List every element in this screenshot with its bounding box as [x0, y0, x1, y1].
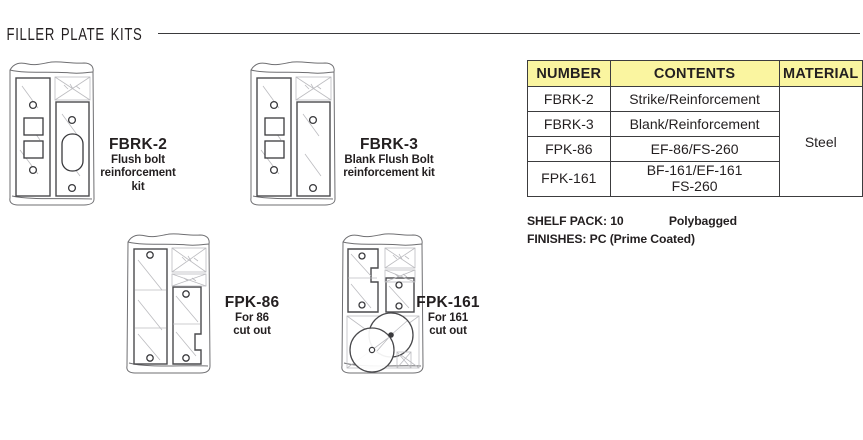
cell-contents-line-1: BF-161/EF-161 — [646, 162, 743, 179]
product-desc-fbrk-2-line-3: kit — [131, 180, 145, 193]
table-row: FBRK-3 Blank/Reinforcement — [527, 111, 863, 137]
cell-material: Steel — [778, 86, 863, 197]
caption-fpk-161: FPK-161 For 161 cut out — [392, 294, 504, 339]
column-header-number: NUMBER — [527, 60, 611, 87]
column-header-material: MATERIAL — [778, 60, 863, 87]
product-desc-fbrk-2-line-1: Flush bolt — [111, 153, 165, 166]
column-header-contents: CONTENTS — [609, 60, 780, 87]
filler-plate-fpk-86-illustration — [122, 230, 214, 378]
specification-table: NUMBER CONTENTS MATERIAL FBRK-2 Strike/R… — [527, 60, 863, 197]
product-desc-fpk-86-line-2: cut out — [233, 325, 271, 338]
cell-number: FPK-86 — [527, 136, 611, 162]
page-title: Filler Plate Kits — [6, 15, 143, 45]
notes-block: SHELF PACK: 10 Polybagged FINISHES: PC (… — [527, 212, 737, 248]
table-row: FPK-161 BF-161/EF-161 FS-260 — [527, 161, 863, 197]
finishes-label: FINISHES: — [527, 232, 587, 247]
cell-contents: Strike/Reinforcement — [609, 86, 780, 112]
packaging-type: Polybagged — [668, 214, 737, 228]
product-desc-fbrk-3-line-1: Blank Flush Bolt — [344, 153, 434, 166]
title-divider-rule — [157, 32, 860, 34]
caption-fpk-86: FPK-86 For 86 cut out — [196, 294, 308, 339]
cell-contents: EF-86/FS-260 — [609, 136, 780, 162]
product-desc-fbrk-3-line-2: reinforcement kit — [343, 167, 435, 180]
finishes-value: PC (Prime Coated) — [589, 232, 695, 247]
filler-plate-fbrk-3-illustration — [247, 58, 339, 208]
finishes-note: FINISHES: PC (Prime Coated) — [527, 230, 737, 248]
cell-contents: Blank/Reinforcement — [609, 111, 780, 137]
cell-number: FBRK-2 — [527, 86, 611, 112]
table-header-row: NUMBER CONTENTS MATERIAL — [527, 60, 863, 87]
page-header: Filler Plate Kits — [0, 14, 863, 48]
cell-contents: BF-161/EF-161 FS-260 — [609, 161, 780, 197]
caption-fbrk-3: FBRK-3 Blank Flush Bolt reinforcement ki… — [324, 136, 454, 181]
product-desc-fbrk-2-line-2: reinforcement — [100, 167, 176, 180]
product-code-fpk-161: FPK-161 — [416, 294, 480, 311]
cell-number: FPK-161 — [527, 161, 611, 197]
filler-plate-fbrk-2-illustration — [6, 58, 98, 208]
cell-number: FBRK-3 — [527, 111, 611, 137]
cell-contents-line-2: FS-260 — [671, 178, 718, 194]
product-code-fbrk-3: FBRK-3 — [359, 136, 419, 153]
product-desc-fpk-161-line-2: cut out — [429, 325, 467, 338]
shelf-pack-label: SHELF PACK: — [527, 214, 607, 228]
shelf-pack-value: 10 — [610, 214, 624, 228]
table-row: FBRK-2 Strike/Reinforcement Steel — [527, 86, 863, 197]
filler-plate-fpk-161-illustration — [337, 230, 429, 378]
caption-fbrk-2: FBRK-2 Flush bolt reinforcement kit — [82, 136, 194, 194]
product-desc-fpk-86-line-1: For 86 — [235, 311, 269, 324]
shelf-pack-note: SHELF PACK: 10 Polybagged — [527, 212, 737, 230]
product-desc-fpk-161-line-1: For 161 — [427, 311, 469, 324]
table-row: FPK-86 EF-86/FS-260 — [527, 136, 863, 162]
product-code-fpk-86: FPK-86 — [224, 294, 280, 311]
product-code-fbrk-2: FBRK-2 — [108, 136, 168, 153]
